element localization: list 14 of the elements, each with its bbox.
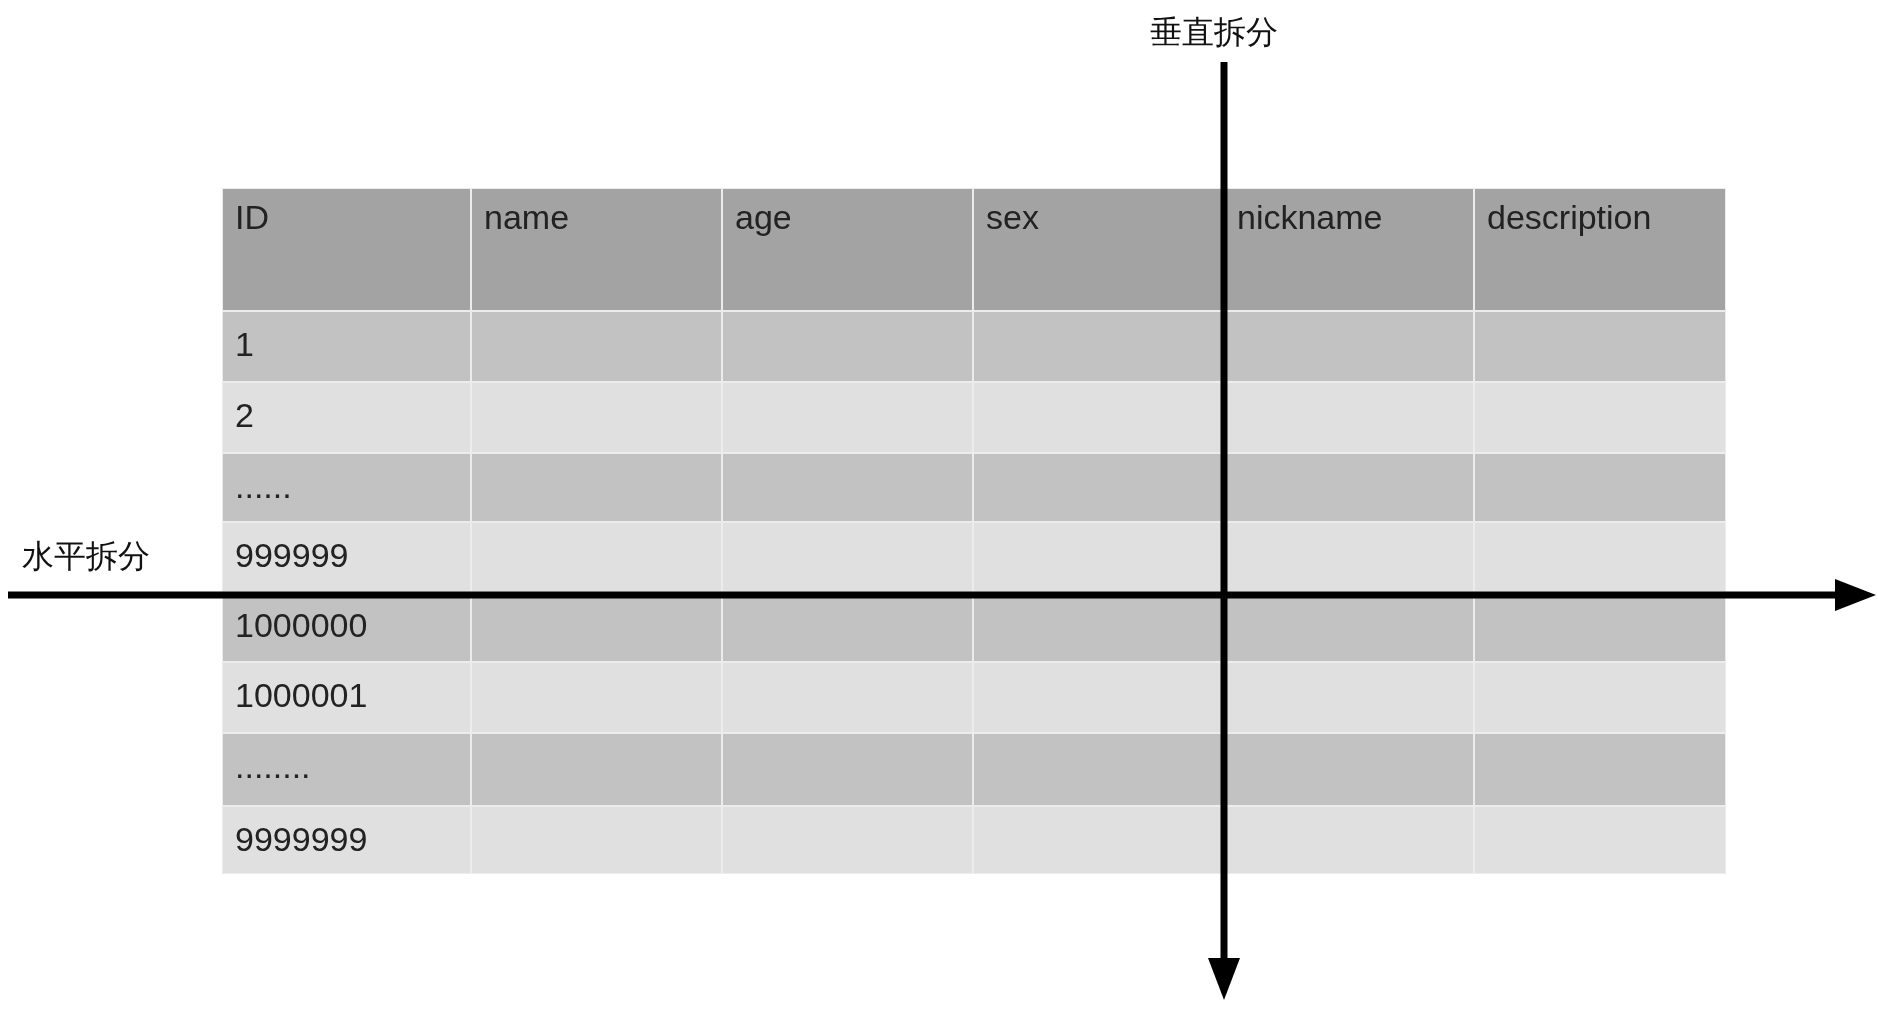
column-header: name	[471, 188, 722, 311]
id-cell: ........	[222, 733, 471, 806]
column-header: age	[722, 188, 973, 311]
column-header: ID	[222, 188, 471, 311]
id-cell: 2	[222, 382, 471, 453]
id-cell: 999999	[222, 522, 471, 592]
id-cell: 1	[222, 311, 471, 382]
id-cell: 9999999	[222, 806, 471, 874]
id-cell: 1000001	[222, 662, 471, 733]
id-cell: ......	[222, 453, 471, 522]
column-header: sex	[973, 188, 1224, 311]
column-header: description	[1474, 188, 1726, 311]
split-label: 水平拆分	[22, 536, 150, 576]
split-label: 垂直拆分	[1150, 12, 1278, 52]
